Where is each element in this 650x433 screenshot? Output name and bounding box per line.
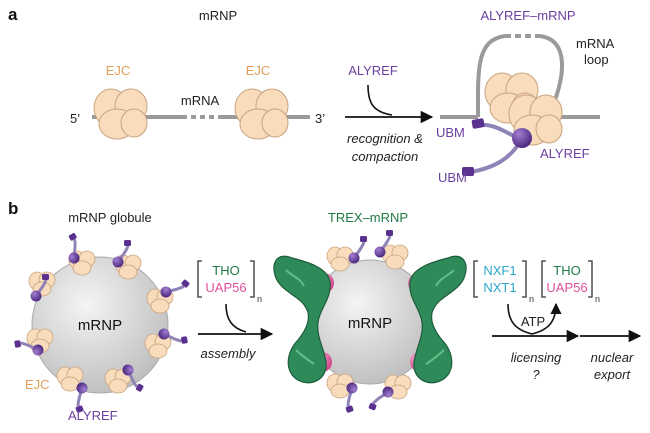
mrnp-globule [12,230,192,415]
atp-label: ATP [521,314,545,329]
assembly-input-curve [225,303,247,333]
alyref-product-label: ALYREF [540,146,590,161]
ejc-right [234,88,289,140]
alyref-product [462,118,532,176]
globule-ejc-label: EJC [25,377,50,392]
alyref-input-curve [367,84,393,116]
assembly-label: assembly [201,346,257,361]
recognition-label: recognition & [347,131,423,146]
licensing-input-curve [507,303,533,335]
question-label: ? [532,367,540,382]
uap56-label-2: UAP56 [546,280,587,295]
five-prime-label: 5’ [70,111,80,126]
export-label: export [594,367,632,382]
licensing-output-curve [531,302,562,335]
mrnp-globule-title: mRNP globule [68,210,152,225]
globule-alyref-label: ALYREF [68,408,118,423]
nxf1-nxt1-bracket [473,260,527,298]
alyref-reactant-label: ALYREF [348,63,398,78]
loop-label-line1: mRNA [576,36,615,51]
panel-a-letter: a [8,5,18,24]
nuclear-label: nuclear [591,350,634,365]
ubm-bottom-label: UBM [438,170,467,185]
nxf1-label: NXF1 [483,263,516,278]
mrnp-label: mRNP [199,8,237,23]
ejc-left [93,88,148,140]
nxt1-label: NXT1 [483,280,516,295]
alyref-mrnp-title: ALYREF–mRNP [480,8,575,23]
trex-center-label: mRNP [348,315,392,332]
trex-mrnp [273,228,467,417]
subscript-n-2: n [529,294,534,304]
subscript-n-1: n [257,294,262,304]
compaction-label: compaction [352,149,418,164]
trex-mrnp-title: TREX–mRNP [328,210,408,225]
uap56-label: UAP56 [205,280,246,295]
three-prime-label: 3’ [315,111,325,126]
licensing-label: licensing [511,350,562,365]
tho-label: THO [212,263,239,278]
mrna-label: mRNA [181,93,220,108]
ubm-top-label: UBM [436,125,465,140]
loop-label-line2: loop [584,52,609,67]
ejc-left-label: EJC [106,63,131,78]
subscript-n-3: n [595,294,600,304]
globule-center-label: mRNP [78,317,122,334]
ejc-right-label: EJC [246,63,271,78]
panel-b-letter: b [8,199,18,218]
tho-label-2: THO [553,263,580,278]
tho-uap56-bracket-2 [541,260,593,298]
tho-uap56-bracket [197,260,255,298]
